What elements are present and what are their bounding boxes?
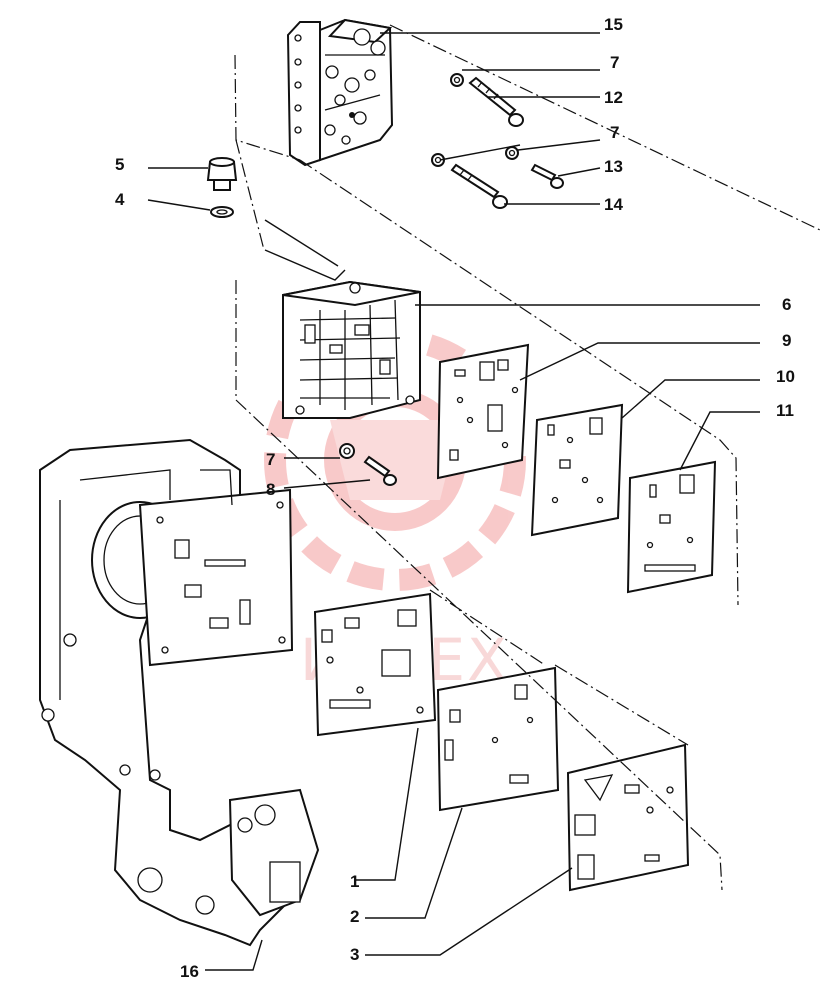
label-9: 9 <box>782 331 791 350</box>
separator-plate-9 <box>436 343 530 480</box>
gasket-3 <box>566 743 690 892</box>
separator-plate-11 <box>626 460 717 594</box>
nut-7-mid <box>431 146 519 167</box>
gasket-1 <box>313 592 437 737</box>
label-8: 8 <box>266 480 275 499</box>
label-15: 15 <box>604 15 623 34</box>
bolt-13 <box>530 163 564 189</box>
label-10: 10 <box>776 367 795 386</box>
label-2: 2 <box>350 907 359 926</box>
valve-body-plate <box>282 280 421 419</box>
label-7-mid: 7 <box>610 123 619 142</box>
label-13: 13 <box>604 157 623 176</box>
plug-5 <box>206 157 238 191</box>
label-3: 3 <box>350 945 359 964</box>
label-4: 4 <box>115 190 125 209</box>
label-6: 6 <box>782 295 791 314</box>
label-14: 14 <box>604 195 623 214</box>
label-11: 11 <box>776 401 794 420</box>
washer-4 <box>210 206 234 218</box>
separator-plate-10 <box>530 403 624 537</box>
transmission-housing <box>39 438 320 947</box>
label-12: 12 <box>604 88 623 107</box>
valve-cover-block <box>286 18 394 167</box>
bolt-8 <box>363 455 397 486</box>
bolt-14 <box>450 163 508 209</box>
nut-7-lower <box>339 443 355 459</box>
gasket-2 <box>436 666 560 812</box>
nut-7-top <box>450 73 464 87</box>
label-5: 5 <box>115 155 124 174</box>
label-16: 16 <box>180 962 199 981</box>
label-7-lower: 7 <box>266 450 275 469</box>
label-7-top: 7 <box>610 53 619 72</box>
alignment-lines <box>234 24 821 891</box>
label-1: 1 <box>350 872 359 891</box>
part-labels: 15 7 12 7 13 14 5 4 6 9 10 11 7 8 1 2 3 … <box>115 15 795 981</box>
leader-lines <box>147 32 760 971</box>
